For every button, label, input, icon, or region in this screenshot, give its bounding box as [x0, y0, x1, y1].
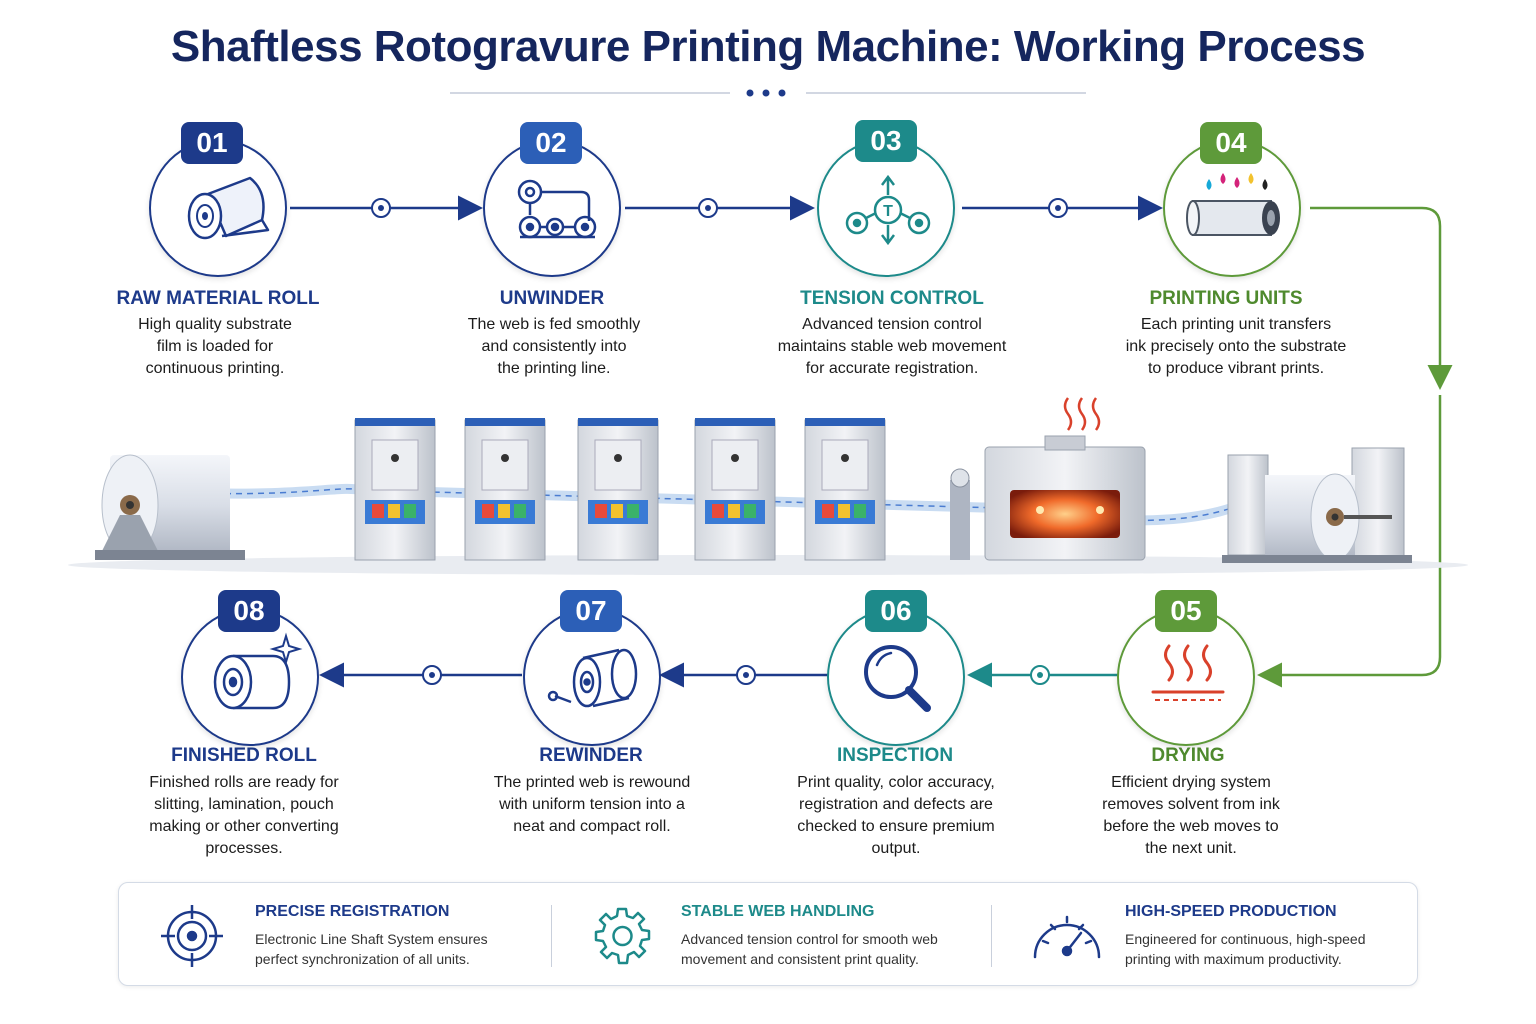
- step-number-badge: 06: [865, 590, 927, 632]
- step-number-badge: 01: [181, 122, 243, 164]
- feature-title: PRECISE REGISTRATION: [255, 903, 450, 920]
- printing-unit-5: [804, 418, 886, 561]
- step-title-tension-control: TENSION CONTROL: [800, 288, 984, 309]
- step-circle-inspection: [827, 608, 965, 746]
- title-divider: [450, 89, 1086, 97]
- step-circle-drying: [1117, 608, 1255, 746]
- target-icon: [157, 901, 227, 976]
- step-title-drying: DRYING: [1151, 745, 1225, 766]
- film-roll-icon: [187, 176, 270, 240]
- machine-line-illustration: [68, 397, 1468, 575]
- printing-unit-2: [464, 418, 546, 561]
- sparkle-roll-icon: [213, 632, 303, 710]
- divider: [991, 905, 992, 967]
- svg-text:T: T: [883, 203, 893, 220]
- feature-title: STABLE WEB HANDLING: [681, 903, 875, 920]
- bottom-connectors: [319, 662, 1118, 688]
- printing-unit-3: [577, 418, 659, 561]
- step-title-inspection: INSPECTION: [836, 745, 954, 766]
- step-number-badge: 05: [1155, 590, 1217, 632]
- step-title-unwinder: UNWINDER: [499, 288, 605, 309]
- rewinder-unit: [1222, 447, 1412, 563]
- divider: [551, 905, 552, 967]
- printing-unit-1: [354, 418, 436, 561]
- dryer-unit: [984, 397, 1146, 561]
- feature-title: HIGH-SPEED PRODUCTION: [1125, 903, 1337, 920]
- step-description: Print quality, color accuracy,registrati…: [797, 774, 995, 857]
- heat-icon: [1151, 644, 1225, 701]
- step-title-printing-units: PRINTING UNITS: [1149, 288, 1303, 309]
- step-number-badge: 07: [560, 590, 622, 632]
- unwinder-icon: [517, 179, 597, 239]
- magnifier-icon: [864, 645, 931, 712]
- step-title-finished-roll: FINISHED ROLL: [171, 745, 317, 766]
- gear-icon: [587, 901, 657, 976]
- speedometer-icon: [1027, 901, 1107, 976]
- step-number-badge: 03: [855, 120, 917, 162]
- printing-unit-4: [694, 418, 776, 561]
- step-title-raw-material-roll: RAW MATERIAL ROLL: [116, 288, 320, 309]
- step-number-badge: 02: [520, 122, 582, 164]
- ink-cylinder-icon: [1186, 173, 1280, 236]
- step-number-badge: 04: [1200, 122, 1262, 164]
- loop-connector: [1257, 206, 1453, 688]
- page-title: Shaftless Rotogravure Printing Machine: …: [170, 22, 1366, 71]
- top-connectors: [290, 195, 1163, 221]
- features-panel: PRECISE REGISTRATION Electronic Line Sha…: [118, 882, 1418, 986]
- step-title-rewinder: REWINDER: [539, 745, 643, 766]
- step-number-badge: 08: [218, 590, 280, 632]
- rewinder-icon: [547, 648, 638, 708]
- tension-icon: T: [845, 174, 931, 246]
